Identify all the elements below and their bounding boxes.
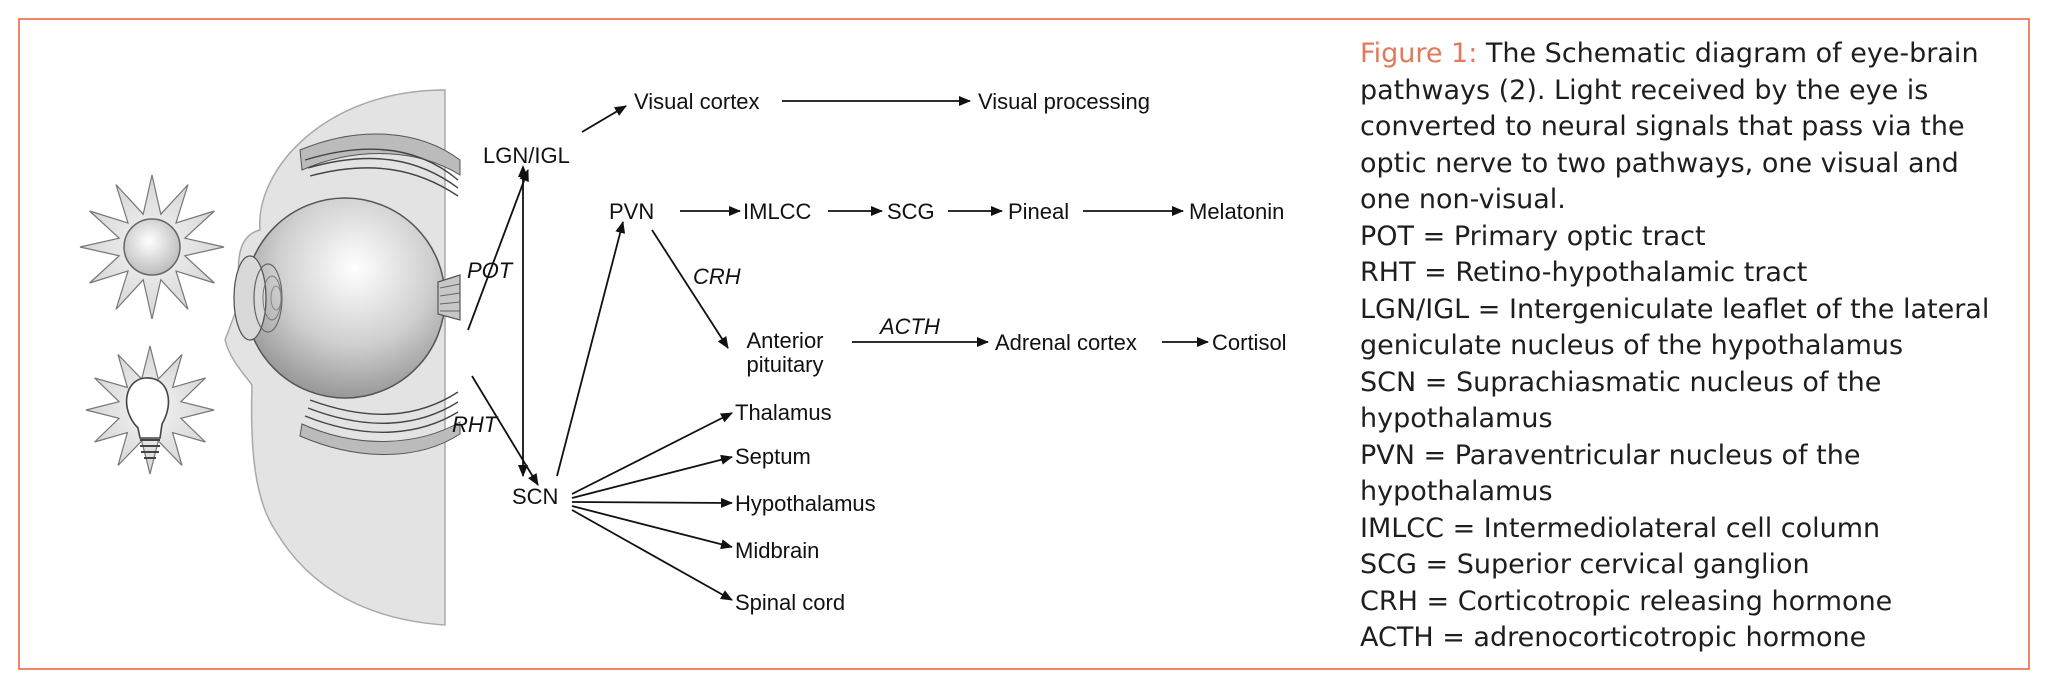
caption-line: RHT = Retino-hypothalamic tract <box>1360 255 2000 292</box>
caption-text: one non-visual. <box>1360 184 1566 215</box>
node-adrenal-cortex: Adrenal cortex <box>995 330 1137 355</box>
node-lgn-igl: LGN/IGL <box>483 143 570 168</box>
arrow-scn-to-hypothalamus <box>571 497 733 508</box>
caption-line: converted to neural signals that pass vi… <box>1360 109 2000 146</box>
arrow-lgn-igl-to-visual-cortex <box>581 105 627 133</box>
node-hypothalamus: Hypothalamus <box>735 491 876 516</box>
arrow-scn-to-midbrain <box>571 505 733 550</box>
caption-line: ACTH = adrenocorticotropic hormone <box>1360 620 2000 657</box>
arrow-pvn-to-anterior-pituitary <box>651 229 729 349</box>
node-thalamus: Thalamus <box>735 400 832 425</box>
node-septum: Septum <box>735 444 811 469</box>
caption-text: POT = Primary optic tract <box>1360 220 1706 252</box>
arrow-scn-to-spinal-cord <box>571 509 733 601</box>
caption-text: converted to neural signals that pass vi… <box>1360 111 1965 142</box>
eye-brain-pathway-diagram: LGN/IGL Visual cortex Visual processing … <box>79 89 1287 626</box>
caption-text: The Schematic diagram of eye-brain <box>1477 38 1979 69</box>
caption-text: ACTH = adrenocorticotropic hormone <box>1360 622 1867 653</box>
caption-line: IMLCC = Intermediolateral cell column <box>1360 511 2000 548</box>
node-visual-processing: Visual processing <box>978 89 1150 114</box>
caption-text: RHT = Retino-hypothalamic tract <box>1360 257 1808 288</box>
caption-text: SCN = Suprachiasmatic nucleus of the <box>1360 366 1882 398</box>
caption-text: hypothalamus <box>1360 476 1553 507</box>
caption-title-line: Figure 1: The Schematic diagram of eye-b… <box>1360 36 2000 73</box>
edge-label-rht: RHT <box>452 412 499 437</box>
caption-text: LGN/IGL = Intergeniculate leaflet of the… <box>1360 293 1990 325</box>
light-bulb-icon <box>85 345 215 475</box>
caption-line: one non-visual. <box>1360 182 2000 219</box>
node-scn: SCN <box>512 484 558 509</box>
caption-line: SCG = Superior cervical ganglion <box>1360 547 2000 584</box>
edge-label-pot: POT <box>467 258 514 283</box>
caption-line: pathways (2). Light received by the eye … <box>1360 73 2000 110</box>
caption-line: hypothalamus <box>1360 474 2000 511</box>
node-pvn: PVN <box>609 199 654 224</box>
node-anterior-pituitary-line2: pituitary <box>746 352 823 377</box>
caption-line: CRH = Corticotropic releasing hormone <box>1360 584 2000 621</box>
caption-text: CRH = Corticotropic releasing hormone <box>1360 585 1893 617</box>
arrow-scn-to-septum <box>571 454 733 499</box>
figure-label: Figure 1: <box>1360 38 1478 69</box>
caption-line: LGN/IGL = Intergeniculate leaflet of the… <box>1360 292 2000 329</box>
caption-line: PVN = Paraventricular nucleus of the <box>1360 438 2000 475</box>
node-cortisol: Cortisol <box>1212 330 1287 355</box>
node-melatonin: Melatonin <box>1189 199 1284 224</box>
node-spinal-cord: Spinal cord <box>735 590 845 615</box>
edge-label-crh: CRH <box>693 264 741 289</box>
node-anterior-pituitary: Anterior <box>746 328 823 353</box>
arrow-scn-to-pvn <box>556 221 626 477</box>
figure-caption: Figure 1: The Schematic diagram of eye-b… <box>1360 36 2000 657</box>
node-midbrain: Midbrain <box>735 538 819 563</box>
pathway-arrows <box>467 96 1209 601</box>
caption-text: optic nerve to two pathways, one visual … <box>1360 147 1959 179</box>
node-pineal: Pineal <box>1008 199 1069 224</box>
arrow-eye-to-lgn-igl <box>467 169 529 331</box>
caption-line: optic nerve to two pathways, one visual … <box>1360 146 2000 183</box>
eye-icon <box>233 133 461 455</box>
node-visual-cortex: Visual cortex <box>634 89 760 114</box>
caption-text: geniculate nucleus of the hypothalamus <box>1360 330 1904 361</box>
node-imlcc: IMLCC <box>743 199 812 224</box>
caption-line: POT = Primary optic tract <box>1360 219 2000 256</box>
caption-text: hypothalamus <box>1360 403 1553 434</box>
caption-line: SCN = Suprachiasmatic nucleus of the <box>1360 365 2000 402</box>
arrow-scn-to-thalamus <box>571 412 733 495</box>
caption-line: hypothalamus <box>1360 401 2000 438</box>
edge-label-acth: ACTH <box>878 314 940 339</box>
node-scg: SCG <box>887 199 935 224</box>
caption-text: SCG = Superior cervical ganglion <box>1360 549 1810 580</box>
caption-line: geniculate nucleus of the hypothalamus <box>1360 328 2000 365</box>
caption-text: PVN = Paraventricular nucleus of the <box>1360 439 1861 471</box>
caption-text: pathways (2). Light received by the eye … <box>1360 74 1929 106</box>
caption-text: IMLCC = Intermediolateral cell column <box>1360 512 1881 544</box>
sun-icon <box>79 174 225 320</box>
